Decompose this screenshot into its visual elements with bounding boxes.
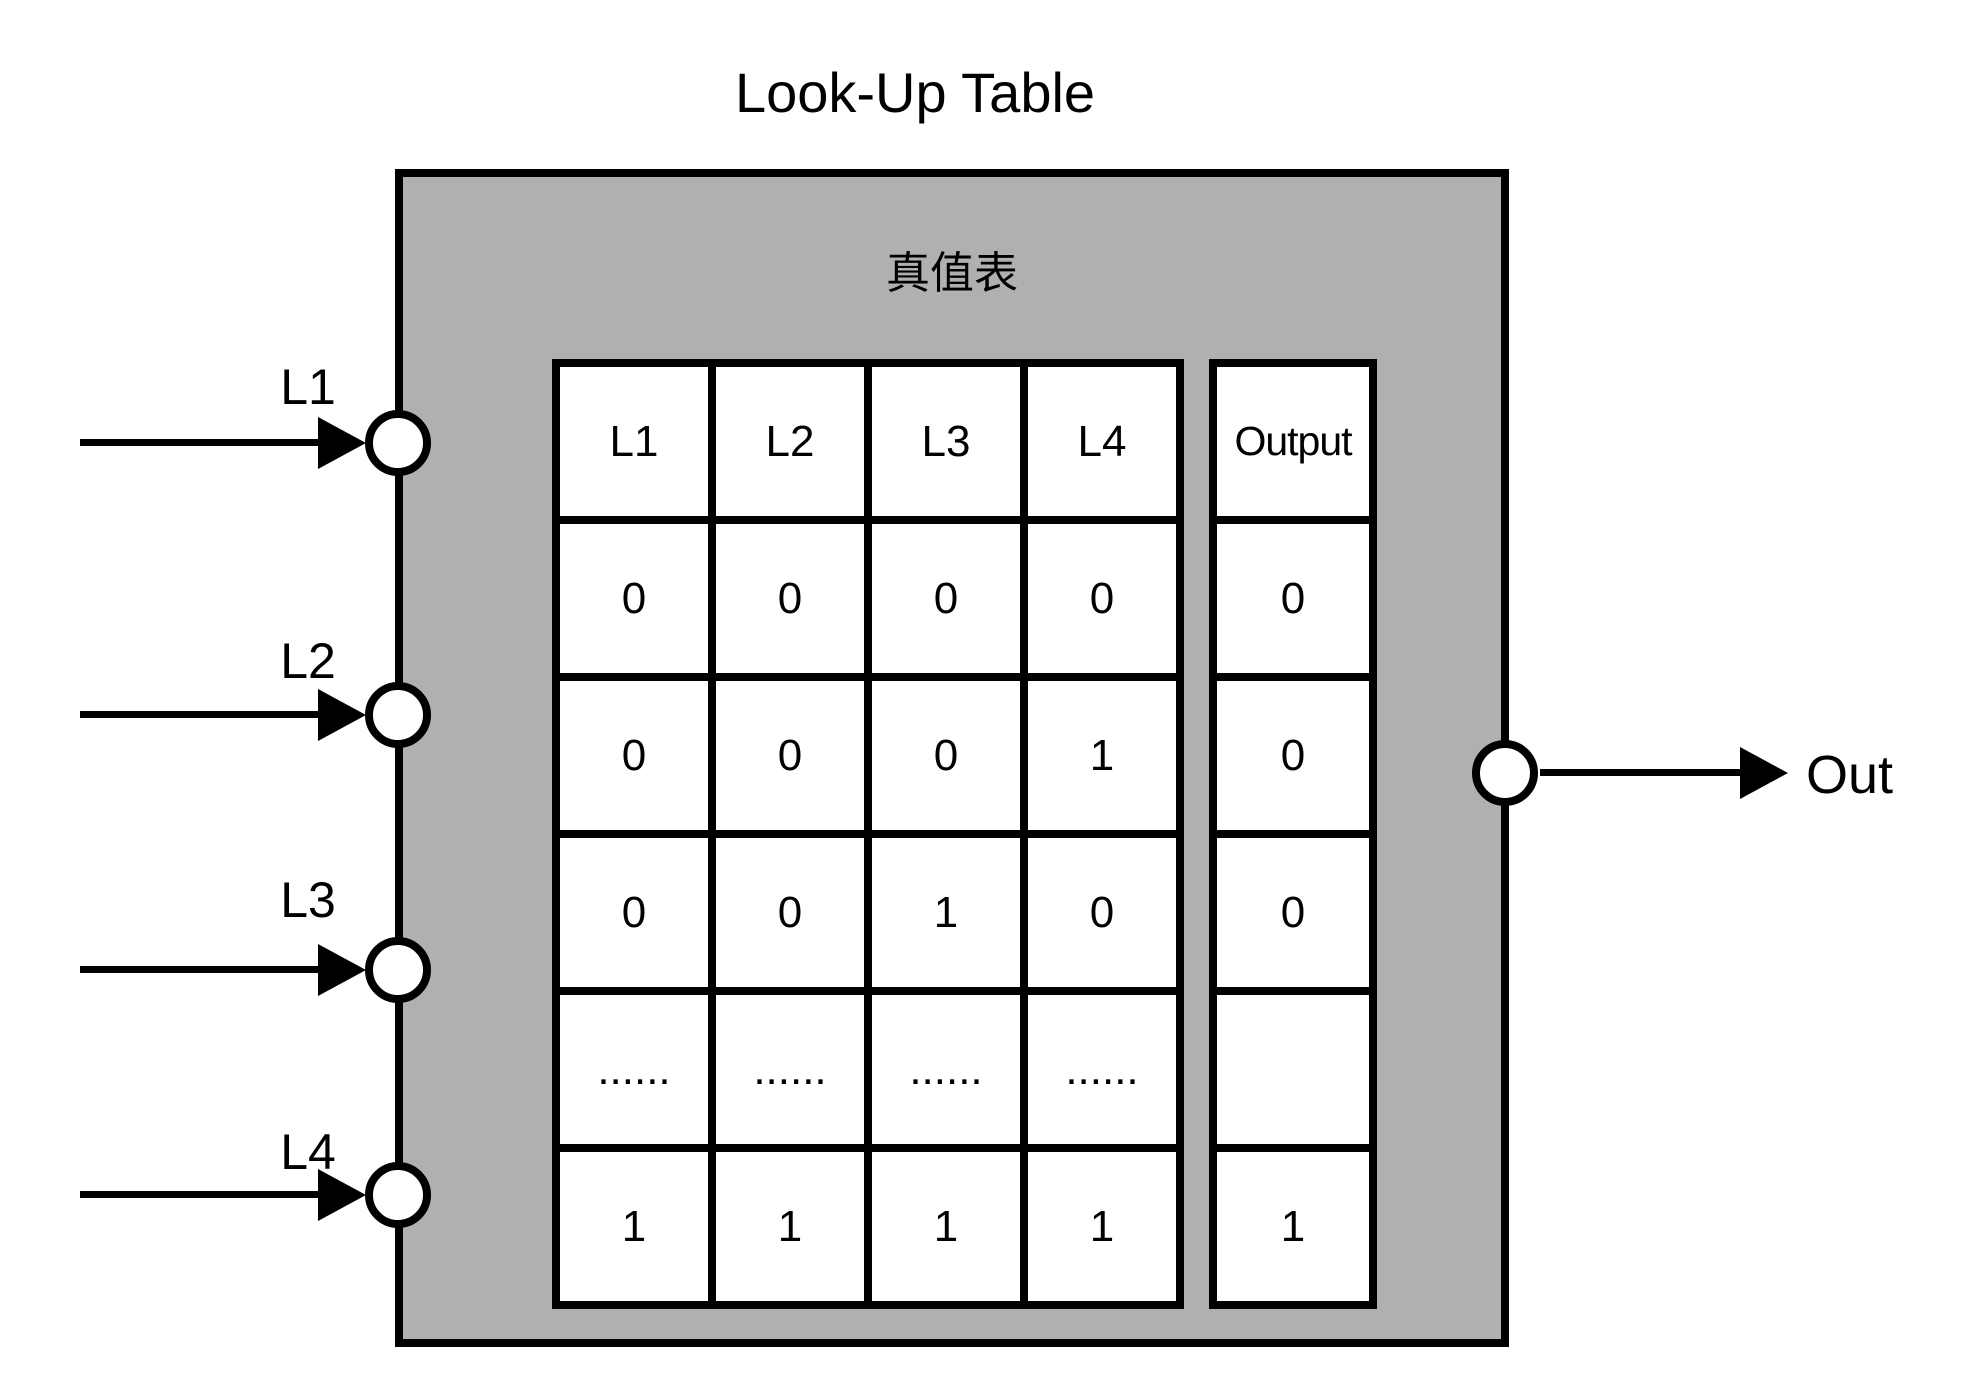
- output-port: [1472, 740, 1538, 806]
- table-row: ........................: [552, 987, 1184, 1152]
- truth-table-cell: 0: [708, 673, 872, 838]
- output-table-cell: [1209, 987, 1377, 1152]
- input-port-l2: [365, 682, 431, 748]
- input-wire-l3: [80, 966, 322, 973]
- truth-table-cell: 1: [708, 1144, 872, 1309]
- input-wire-l1: [80, 439, 322, 446]
- input-wire-l4: [80, 1191, 322, 1198]
- truth-table-cell: 0: [708, 830, 872, 995]
- arrowhead-icon: [318, 944, 366, 996]
- truth-table-cell: 1: [864, 830, 1028, 995]
- truth-table-cell: 0: [1020, 830, 1184, 995]
- output-label: Out: [1806, 745, 1894, 805]
- input-label-l1: L1: [280, 359, 336, 415]
- output-table-cell: 0: [1209, 673, 1377, 838]
- truth-table-cell: 0: [552, 673, 716, 838]
- truth-table-label: 真值表: [886, 249, 1018, 298]
- table-row: 0: [1209, 516, 1377, 681]
- truth-table-cell: L3: [864, 359, 1028, 524]
- output-table-cell: 0: [1209, 516, 1377, 681]
- input-port-l1: [365, 410, 431, 476]
- truth-table-cell: 0: [864, 516, 1028, 681]
- output-wire: [1540, 769, 1742, 776]
- input-port-l4: [365, 1162, 431, 1228]
- arrowhead-icon: [1740, 747, 1788, 799]
- truth-table-cell: ......: [708, 987, 872, 1152]
- table-row: 1: [1209, 1144, 1377, 1309]
- input-wire-l2: [80, 711, 322, 718]
- arrowhead-icon: [318, 689, 366, 741]
- input-label-l3: L3: [280, 872, 336, 928]
- truth-table-cell: 1: [864, 1144, 1028, 1309]
- truth-table-cell: 0: [552, 830, 716, 995]
- truth-table-cell: L1: [552, 359, 716, 524]
- output-table-cell: 1: [1209, 1144, 1377, 1309]
- truth-table-cell: 0: [864, 673, 1028, 838]
- truth-table-cell: 1: [1020, 673, 1184, 838]
- table-row: [1209, 987, 1377, 1152]
- input-label-l2: L2: [280, 633, 336, 689]
- output-table-cell: Output: [1209, 359, 1377, 524]
- truth-table-cell: 1: [1020, 1144, 1184, 1309]
- truth-table-cell: ......: [1020, 987, 1184, 1152]
- arrowhead-icon: [318, 1169, 366, 1221]
- truth-table-cell: ......: [552, 987, 716, 1152]
- table-row: Output: [1209, 359, 1377, 524]
- truth-table-cell: 0: [1020, 516, 1184, 681]
- truth-table-cell: 0: [708, 516, 872, 681]
- truth-table-cell: ......: [864, 987, 1028, 1152]
- table-row: 0: [1209, 673, 1377, 838]
- diagram-title: Look-Up Table: [734, 61, 1096, 124]
- truth-table-cell: 0: [552, 516, 716, 681]
- truth-table-cell: L2: [708, 359, 872, 524]
- input-port-l3: [365, 937, 431, 1003]
- output-table-cell: 0: [1209, 830, 1377, 995]
- table-row: 0: [1209, 830, 1377, 995]
- truth-table-cell: L4: [1020, 359, 1184, 524]
- truth-table-cell: 1: [552, 1144, 716, 1309]
- arrowhead-icon: [318, 417, 366, 469]
